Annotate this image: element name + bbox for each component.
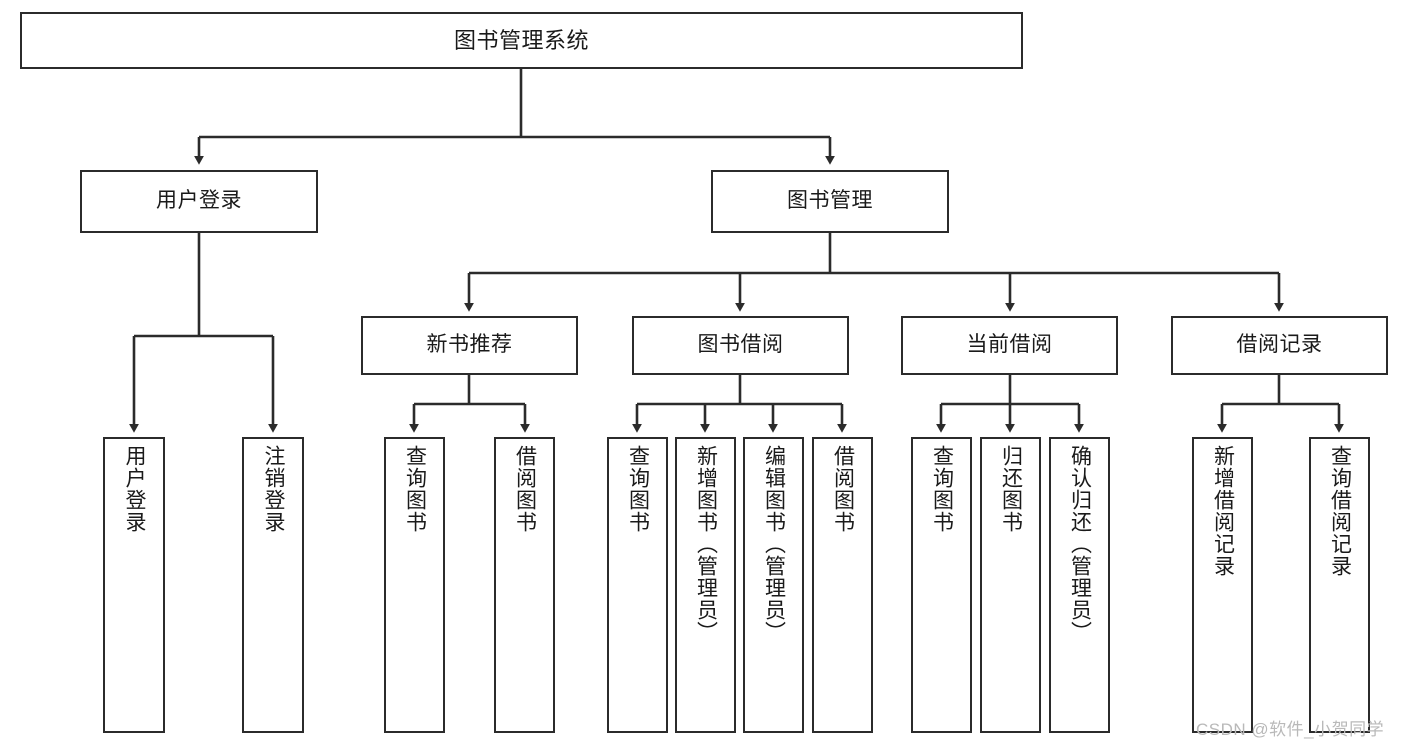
node-label: 用户登录 [156,189,242,213]
node-label: 借阅图书 [513,445,537,533]
node-label: 编辑图书（管理员） [762,445,786,643]
leaf-book-borrow-lend[interactable]: 借阅图书 [812,437,873,733]
leaf-current-borrow-query[interactable]: 查询图书 [911,437,972,733]
leaf-book-borrow-edit[interactable]: 编辑图书（管理员） [743,437,804,733]
leaf-book-borrow-query[interactable]: 查询图书 [607,437,668,733]
node-root-book-management-system[interactable]: 图书管理系统 [20,12,1023,69]
leaf-user-login-logout[interactable]: 注销登录 [242,437,304,733]
node-label: 确认归还（管理员） [1068,445,1092,643]
leaf-current-borrow-return[interactable]: 归还图书 [980,437,1041,733]
leaf-user-login-login[interactable]: 用户登录 [103,437,165,733]
node-label: 查询图书 [403,445,427,533]
node-label: 借阅记录 [1236,333,1323,357]
node-book-borrow[interactable]: 图书借阅 [632,316,849,375]
node-label: 新书推荐 [426,333,513,357]
node-user-login[interactable]: 用户登录 [80,170,318,233]
node-label: 用户登录 [123,445,147,533]
watermark-text: CSDN @软件_小贺同学 [1196,720,1385,739]
node-label: 图书管理 [787,189,873,213]
node-current-borrow[interactable]: 当前借阅 [901,316,1118,375]
leaf-borrow-record-query[interactable]: 查询借阅记录 [1309,437,1370,733]
node-label: 图书管理系统 [453,27,589,53]
node-label: 查询图书 [930,445,954,533]
node-borrow-record[interactable]: 借阅记录 [1171,316,1388,375]
leaf-borrow-record-add[interactable]: 新增借阅记录 [1192,437,1253,733]
leaf-new-book-borrow[interactable]: 借阅图书 [494,437,555,733]
node-label: 当前借阅 [966,333,1053,357]
node-label: 借阅图书 [831,445,855,533]
node-label: 图书借阅 [697,333,784,357]
node-label: 查询图书 [626,445,650,533]
leaf-book-borrow-add[interactable]: 新增图书（管理员） [675,437,736,733]
node-label: 查询借阅记录 [1328,445,1352,577]
node-new-book-recommend[interactable]: 新书推荐 [361,316,578,375]
node-label: 新增图书（管理员） [694,445,718,643]
leaf-current-borrow-confirm-return[interactable]: 确认归还（管理员） [1049,437,1110,733]
node-label: 归还图书 [999,445,1023,533]
node-book-management[interactable]: 图书管理 [711,170,949,233]
node-label: 新增借阅记录 [1211,445,1235,577]
node-label: 注销登录 [262,445,286,533]
leaf-new-book-query[interactable]: 查询图书 [384,437,445,733]
